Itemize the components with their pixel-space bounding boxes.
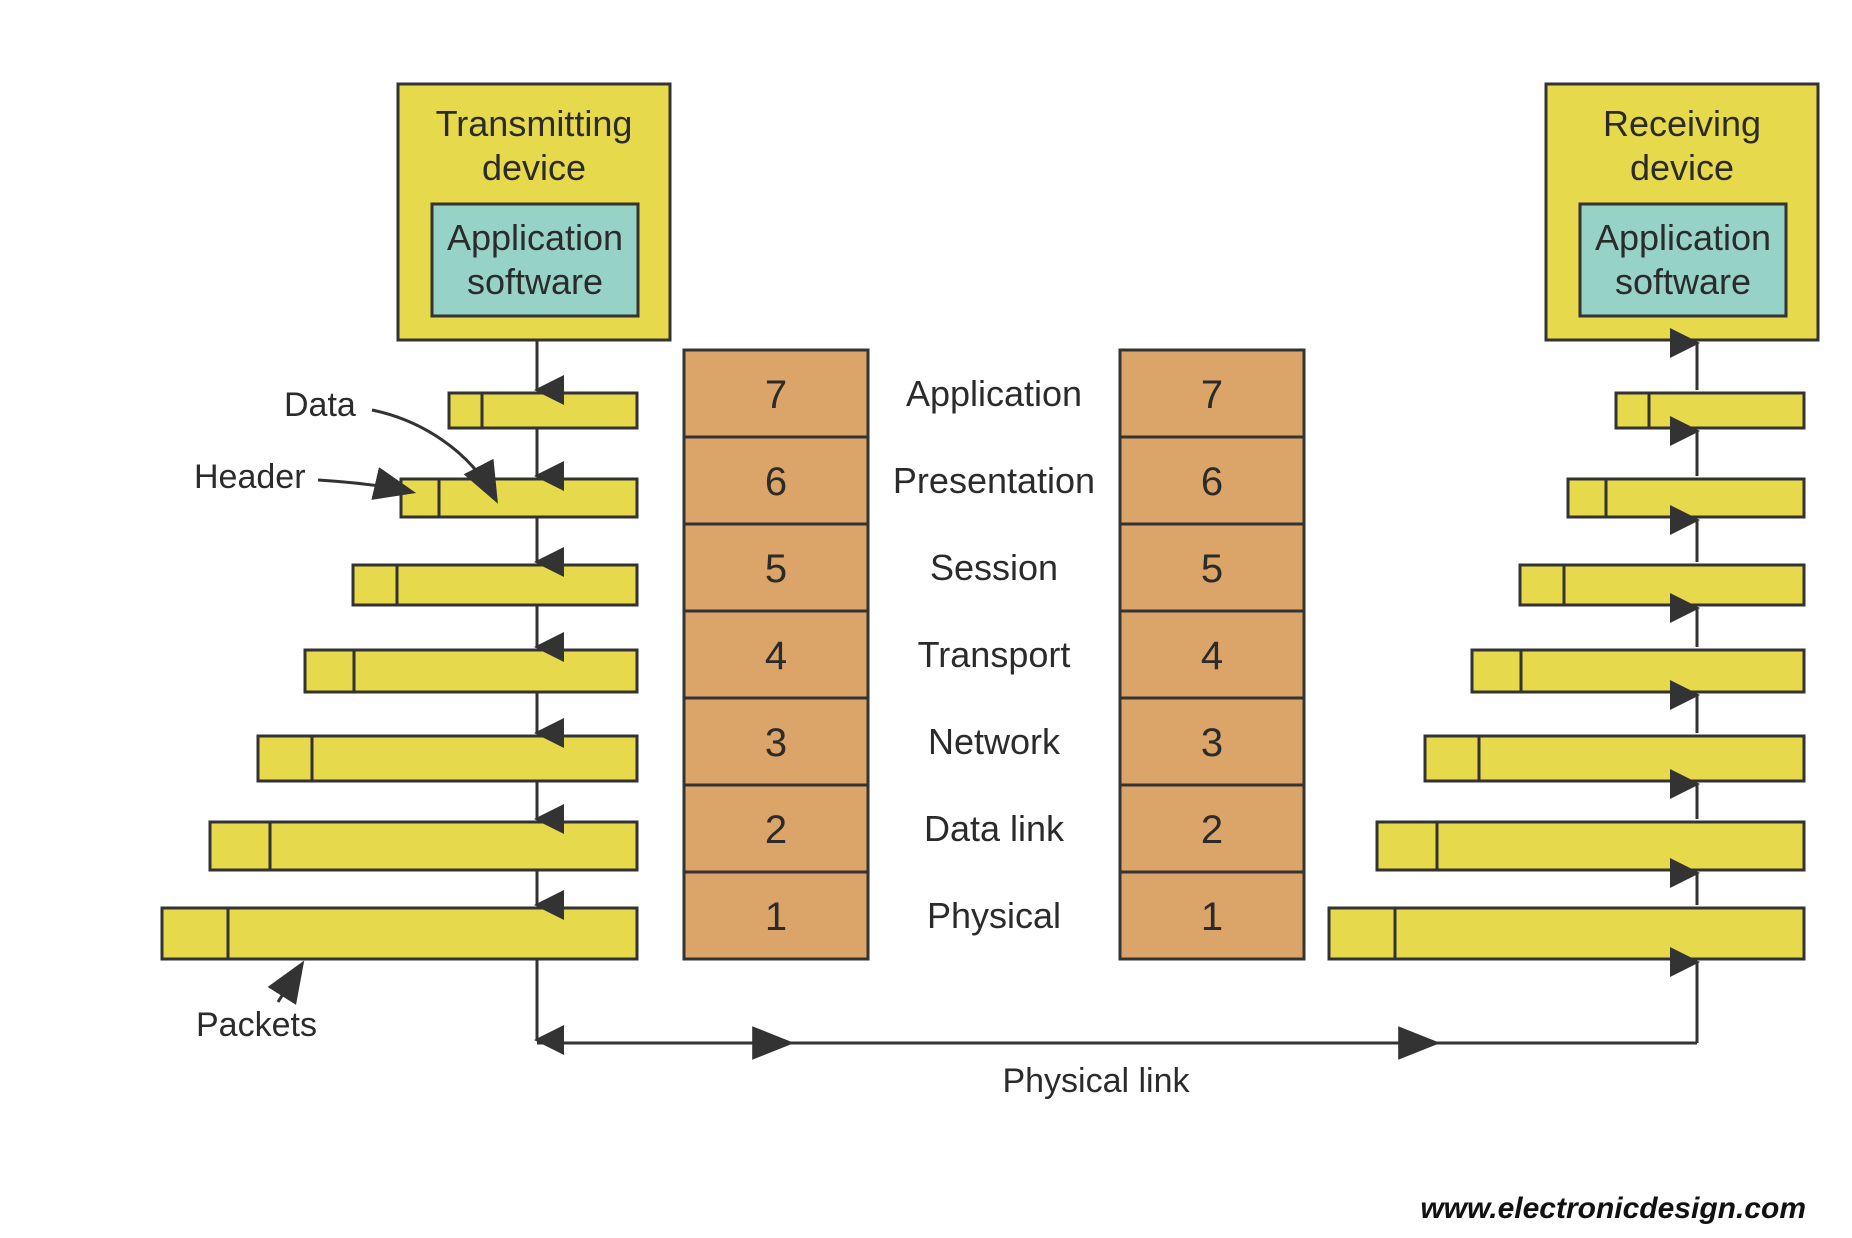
tx-layer-1-number: 1 xyxy=(765,895,787,939)
callout-header-label: Header xyxy=(194,458,306,496)
rx-layer-5-box xyxy=(1118,522,1306,613)
rx-layer-1-number: 1 xyxy=(1201,895,1223,939)
rx-layer-7-number: 7 xyxy=(1201,373,1223,417)
rx-packet-4 xyxy=(1470,648,1806,694)
rx-layer-2-box xyxy=(1118,783,1306,874)
rx-packet-1 xyxy=(1327,906,1806,961)
transmitting-app-software-line1: Application xyxy=(447,217,623,258)
rx-layer-3-box xyxy=(1118,696,1306,787)
layer-name-transport: Transport xyxy=(918,634,1071,675)
callout-packets-label: Packets xyxy=(196,1006,317,1044)
rx-layer-3-number: 3 xyxy=(1201,721,1223,765)
tx-packet-6 xyxy=(399,477,639,519)
rx-layer-4-number: 4 xyxy=(1201,634,1223,678)
transmitting-device: Transmitting device Application software xyxy=(396,82,672,342)
callout-packets: Packets xyxy=(196,960,317,1044)
rx-packet-3 xyxy=(1423,734,1806,783)
layer-name-physical: Physical xyxy=(927,895,1061,936)
transmitting-layer-stack: 7 6 5 4 3 2 1 xyxy=(682,348,870,961)
tx-layer-7-number: 7 xyxy=(765,373,787,417)
callout-packets-arrow xyxy=(267,960,305,1005)
callout-data-label: Data xyxy=(284,386,356,424)
rx-packet-2 xyxy=(1375,820,1806,872)
layer-name-data-link: Data link xyxy=(924,808,1065,849)
layer-name-network: Network xyxy=(928,721,1061,762)
receiving-app-software-box xyxy=(1578,202,1788,318)
tx-packet-5 xyxy=(351,563,639,607)
footer-url: www.electronicdesign.com xyxy=(1420,1192,1806,1225)
transmitting-device-title-line2: device xyxy=(482,147,586,188)
layer-name-session: Session xyxy=(930,547,1058,588)
tx-packet-3 xyxy=(256,734,639,783)
layer-name-application: Application xyxy=(906,373,1082,414)
rx-packet-5 xyxy=(1518,563,1806,607)
receiving-packets xyxy=(1327,391,1806,961)
callout-header: Header xyxy=(194,458,417,500)
rx-layer-1-box xyxy=(1118,870,1306,961)
tx-packet-1 xyxy=(160,906,639,961)
layer-names: Application Presentation Session Transpo… xyxy=(893,373,1095,936)
rx-layer-7-box xyxy=(1118,348,1306,439)
tx-layer-2-number: 2 xyxy=(765,808,787,852)
callout-header-arrow xyxy=(317,467,417,500)
physical-link-label: Physical link xyxy=(1002,1062,1190,1100)
tx-layer-4-box xyxy=(682,609,870,700)
tx-layer-4-number: 4 xyxy=(765,634,787,678)
receiving-app-software-line2: software xyxy=(1615,261,1751,302)
receiving-app-software-line1: Application xyxy=(1595,217,1771,258)
tx-layer-3-number: 3 xyxy=(765,721,787,765)
tx-layer-6-number: 6 xyxy=(765,460,787,504)
receiving-device-title-line2: device xyxy=(1630,147,1734,188)
tx-packet-4 xyxy=(303,648,639,694)
tx-packet-7 xyxy=(447,391,639,430)
transmitting-app-software-line2: software xyxy=(467,261,603,302)
receiving-device: Receiving device Application software xyxy=(1544,82,1820,342)
receiving-device-title-line1: Receiving xyxy=(1603,103,1761,144)
rx-packet-6 xyxy=(1566,477,1806,519)
rx-packet-7 xyxy=(1614,391,1806,430)
tx-layer-1-box xyxy=(682,870,870,961)
tx-layer-6-box xyxy=(682,435,870,526)
transmitting-app-software-box xyxy=(430,202,640,318)
receiving-layer-stack: 7 6 5 4 3 2 1 xyxy=(1118,348,1306,961)
callout-data: Data xyxy=(284,386,498,504)
rx-layer-2-number: 2 xyxy=(1201,808,1223,852)
callout-data-arrow xyxy=(371,408,498,504)
tx-layer-2-box xyxy=(682,783,870,874)
tx-layer-5-number: 5 xyxy=(765,547,787,591)
transmitting-device-title-line1: Transmitting xyxy=(436,103,633,144)
rx-layer-5-number: 5 xyxy=(1201,547,1223,591)
rx-layer-6-number: 6 xyxy=(1201,460,1223,504)
layer-name-presentation: Presentation xyxy=(893,460,1095,501)
tx-packet-2 xyxy=(208,820,639,872)
